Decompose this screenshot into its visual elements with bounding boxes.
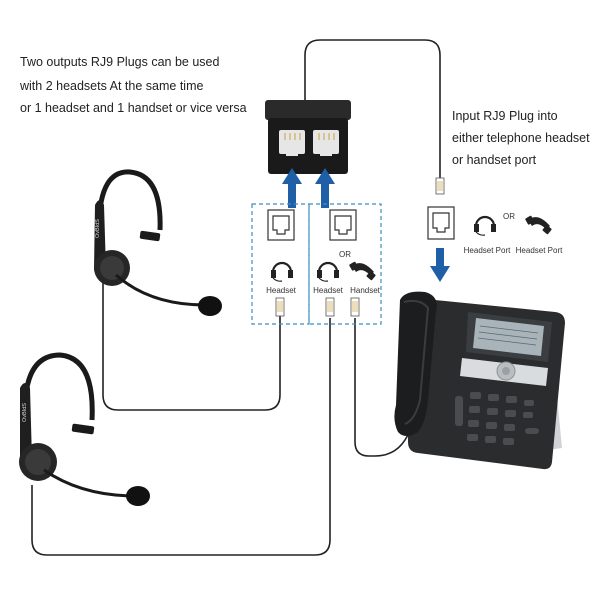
- headset1-cable: [102, 268, 281, 411]
- headset-icon: [271, 261, 293, 282]
- headset-2: OvBIdS: [19, 352, 150, 506]
- input-cable: [304, 39, 441, 182]
- rj9-plug-input: [435, 177, 445, 195]
- headset-2-brand: OvBIdS: [22, 403, 28, 422]
- right-note-line3: or handset port: [452, 153, 537, 167]
- rj9-plug-left: [275, 297, 285, 317]
- label-headset-right: Headset: [313, 286, 343, 295]
- headset-icon: [474, 215, 496, 236]
- dashed-box-right: [308, 203, 382, 325]
- handset-cable: [354, 318, 411, 457]
- label-headset-port-2: Headset Port: [515, 246, 563, 255]
- label-or-splitter: OR: [339, 250, 351, 259]
- handset-icon: [525, 215, 552, 235]
- jack-icon: [329, 209, 357, 241]
- arrow-up-left: [282, 168, 302, 208]
- left-note-line1: Two outputs RJ9 Plugs can be used: [20, 55, 220, 69]
- headset2-cable: [31, 318, 331, 556]
- label-handset: Handset: [350, 286, 380, 295]
- headset-icon: [317, 261, 339, 282]
- label-or-phone: OR: [503, 212, 515, 221]
- left-note-line2: with 2 headsets At the same time: [20, 79, 204, 93]
- label-headset-left: Headset: [266, 286, 296, 295]
- label-headset-port-1: Headset Port: [463, 246, 511, 255]
- right-note-line2: either telephone headset: [452, 131, 590, 145]
- headset-1: OvBIdS: [94, 169, 222, 316]
- rj9-splitter: [265, 100, 351, 174]
- rj9-plug-mid: [325, 297, 335, 317]
- jack-icon: [267, 209, 295, 241]
- dashed-box-left: [251, 203, 310, 325]
- rj9-plug-right: [350, 297, 360, 317]
- right-note-line1: Input RJ9 Plug into: [452, 109, 558, 123]
- left-note-line3: or 1 headset and 1 handset or vice versa: [20, 101, 247, 115]
- arrow-down: [430, 248, 450, 282]
- handset-icon: [349, 261, 376, 281]
- jack-icon: [427, 206, 455, 240]
- arrow-up-right: [315, 168, 335, 208]
- headset-1-brand: OvBIdS: [95, 219, 101, 238]
- desk-phone: [394, 291, 565, 470]
